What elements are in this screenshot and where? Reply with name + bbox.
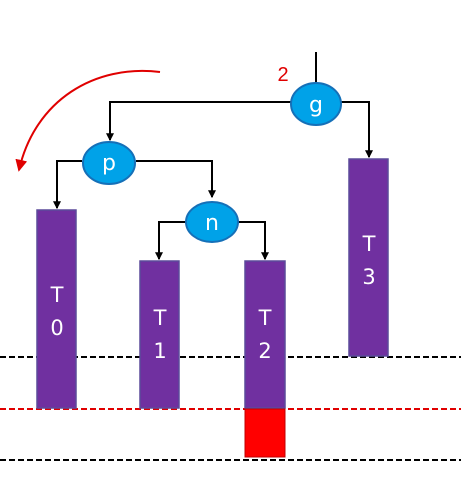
node-p-label: p: [102, 151, 116, 176]
edge-n-to-t2: [238, 221, 269, 261]
node-p: p: [82, 141, 136, 185]
edge-p-to-t0: [53, 160, 82, 210]
subtree-t3-label-digit: 3: [362, 265, 375, 289]
subtree-t0-label-letter: T: [50, 283, 64, 307]
subtree-t1-label-letter: T: [153, 306, 167, 330]
node-n-label: n: [205, 211, 219, 236]
edge-g-to-p: [106, 101, 293, 142]
balance-annotation: 2: [277, 64, 288, 86]
node-g-label: g: [309, 93, 323, 118]
subtree-t2: [244, 260, 286, 409]
edge-n-to-t1: [155, 221, 186, 261]
subtree-t0-label-digit: 0: [50, 316, 63, 340]
subtree-t1-label-digit: 1: [153, 339, 166, 363]
edge-g-to-t3: [339, 101, 373, 159]
subtree-t0: [36, 209, 77, 409]
edge-p-to-n: [136, 160, 216, 199]
subtree-t2-overflow: [244, 408, 286, 458]
subtree-t3-label-letter: T: [362, 232, 376, 256]
subtree-t1: [139, 260, 180, 409]
subtree-t2-label-letter: T: [258, 306, 272, 330]
subtree-t2-label-digit: 2: [258, 339, 271, 363]
subtree-t3: [348, 158, 389, 357]
node-g: g: [290, 82, 342, 126]
curved-arrow-icon: [15, 69, 161, 172]
node-n: n: [185, 201, 239, 243]
